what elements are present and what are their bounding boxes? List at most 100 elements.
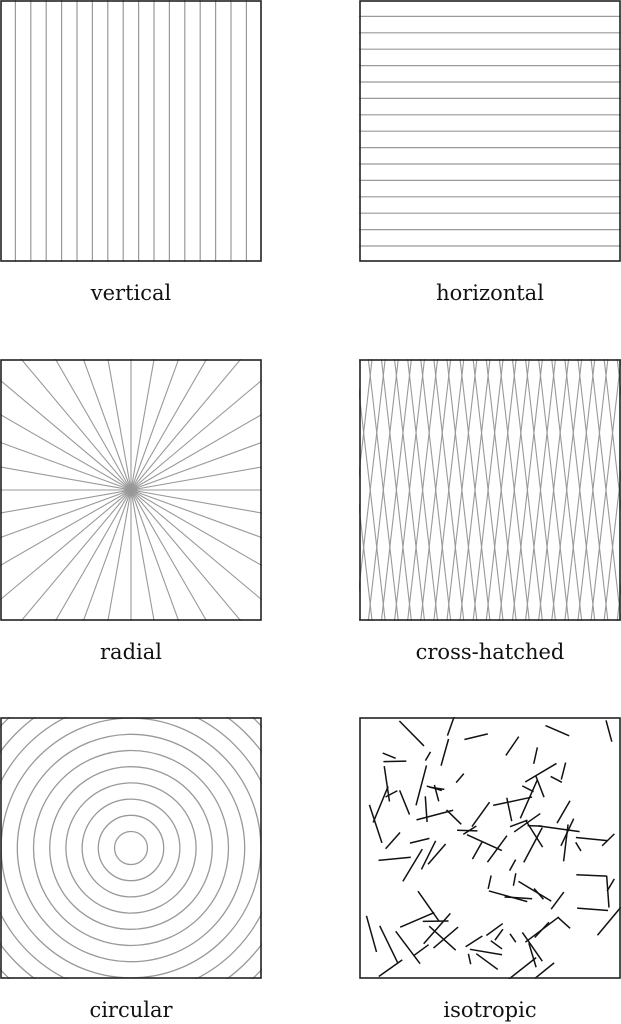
- radial-line: [54, 359, 132, 491]
- horizontal-panel: [359, 0, 621, 262]
- radial-line: [130, 489, 262, 539]
- hatch-line: [511, 359, 543, 621]
- segment: [508, 957, 537, 979]
- segment: [519, 779, 538, 819]
- segment: [560, 762, 567, 780]
- hatch-line: [485, 359, 517, 621]
- horizontal-lines-graphic: [359, 0, 621, 262]
- radial-line: [130, 413, 262, 491]
- radial-line: [130, 441, 262, 491]
- panel-frame: [0, 0, 262, 262]
- segment: [424, 796, 428, 823]
- segment: [427, 843, 447, 865]
- radial-panel: [0, 359, 262, 621]
- hatch-line: [603, 468, 621, 621]
- segment: [446, 717, 455, 736]
- radial-line: [130, 489, 242, 621]
- radial-line: [130, 359, 208, 491]
- radial-line: [130, 489, 155, 621]
- segment: [426, 785, 443, 792]
- hatch-line: [472, 359, 504, 621]
- hatch-line: [577, 359, 609, 621]
- hatch-line: [433, 359, 465, 621]
- circle-ring: [65, 782, 197, 914]
- hatch-line: [407, 359, 439, 621]
- radial-line: [130, 359, 242, 491]
- segment: [445, 809, 462, 825]
- segment: [509, 933, 517, 943]
- panel-frame: [0, 359, 262, 621]
- hatch-line: [393, 359, 426, 621]
- segment: [402, 848, 423, 882]
- segment: [382, 752, 396, 760]
- segment: [488, 890, 528, 903]
- hatch-line: [420, 359, 452, 621]
- radial-line: [20, 489, 132, 621]
- segment: [532, 747, 539, 764]
- segment: [606, 878, 615, 892]
- segment: [487, 875, 492, 890]
- segment: [385, 790, 398, 798]
- segment: [395, 930, 421, 965]
- segment: [521, 931, 543, 962]
- circular-panel: [0, 717, 262, 979]
- crosshatch-lines: [359, 359, 621, 621]
- hatch-line: [359, 501, 373, 621]
- circular-label: circular: [89, 998, 173, 1022]
- radial-line: [107, 359, 132, 491]
- segment: [576, 873, 607, 877]
- radial-line: [0, 413, 132, 491]
- circle-ring: [81, 798, 181, 898]
- cross-hatched-graphic: [359, 359, 621, 621]
- segment: [417, 890, 440, 922]
- radial-line: [0, 489, 132, 601]
- segment: [469, 948, 503, 956]
- hatch-line: [367, 359, 399, 621]
- segment: [424, 751, 432, 762]
- circle-ring: [32, 749, 230, 947]
- segment: [467, 953, 472, 965]
- hatch-line: [590, 359, 621, 621]
- segment: [605, 875, 610, 908]
- segment: [524, 762, 557, 783]
- radial-line: [107, 489, 132, 621]
- segment: [455, 773, 465, 784]
- segment: [596, 906, 621, 936]
- circle-ring: [0, 717, 262, 979]
- segment: [534, 962, 555, 979]
- segment: [550, 775, 563, 783]
- radial-line: [130, 489, 262, 567]
- segment: [486, 835, 508, 863]
- vertical-label: vertical: [90, 281, 172, 305]
- circle-ring: [113, 830, 149, 866]
- concentric-circles: [0, 717, 262, 979]
- segment: [538, 825, 580, 833]
- segment: [556, 800, 571, 824]
- radial-line: [130, 489, 262, 601]
- segment: [471, 841, 483, 860]
- segment: [494, 928, 504, 941]
- radial-line: [54, 489, 132, 621]
- segment: [505, 736, 520, 756]
- segment: [533, 887, 545, 900]
- segment: [372, 786, 389, 823]
- segment: [413, 944, 430, 957]
- segment: [385, 831, 401, 850]
- segment: [471, 801, 491, 827]
- segment: [433, 926, 459, 949]
- segment: [368, 804, 383, 844]
- segment: [577, 907, 609, 912]
- radial-line: [0, 441, 132, 491]
- radial-line: [130, 489, 208, 621]
- segment: [512, 873, 517, 886]
- concentric-circles-graphic: [0, 717, 262, 979]
- segment: [508, 859, 517, 871]
- random-segments: [365, 717, 621, 979]
- hatch-line: [564, 359, 596, 621]
- segment: [557, 916, 571, 929]
- segment: [490, 940, 503, 950]
- segment: [509, 819, 528, 828]
- segment: [398, 790, 411, 815]
- isotropic-label: isotropic: [443, 998, 537, 1022]
- radial-line: [0, 466, 132, 491]
